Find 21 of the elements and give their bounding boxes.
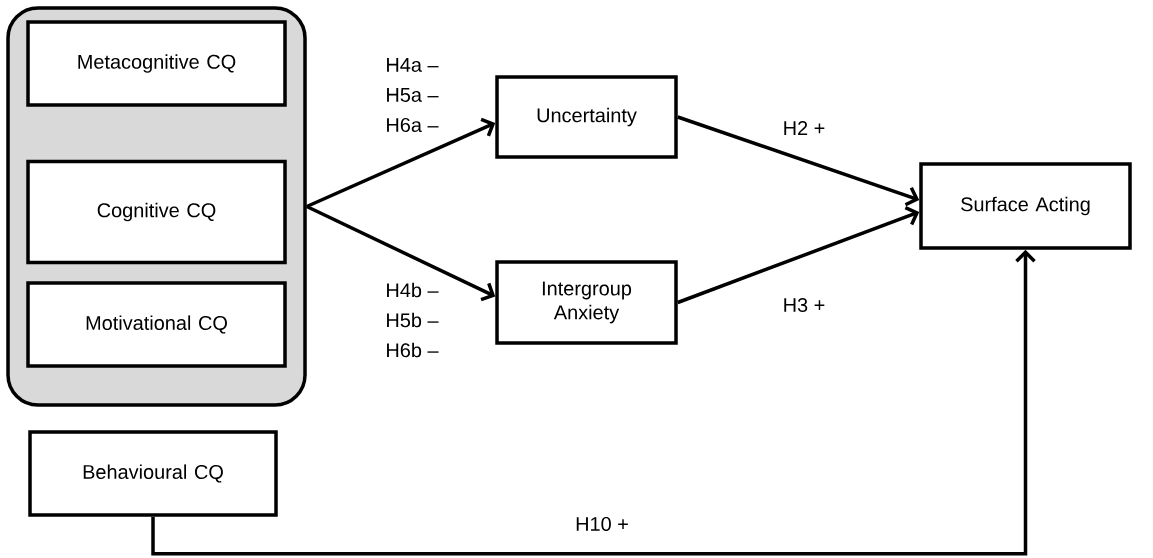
concept-box: Motivational CQ [26,281,287,368]
arrow [677,206,920,305]
concept-box: Uncertainty [495,75,678,159]
edge-label: H3 + [781,296,827,314]
hypothesis-label: H6a – [387,117,439,133]
concept-box: Surface Acting [919,162,1132,250]
concept-box: Cognitive CQ [26,159,287,265]
hypothesis-label: H6b – [387,342,439,358]
arrow [306,117,496,209]
arrow [151,249,1036,556]
hypothesis-label: H4b – [387,282,439,298]
edge-label: H10 + [574,515,630,533]
concept-box: Intergroup Anxiety [495,260,678,345]
arrow [306,204,496,302]
concept-box: Metacognitive CQ [26,20,287,107]
hypothesis-label: H5b – [387,312,439,328]
edge-label: H2 + [781,120,827,136]
concept-box: Behavioural CQ [28,430,278,517]
hypothesis-label: H5a – [387,88,439,102]
hypothesis-label: H4a – [387,58,439,72]
arrow [677,115,920,207]
